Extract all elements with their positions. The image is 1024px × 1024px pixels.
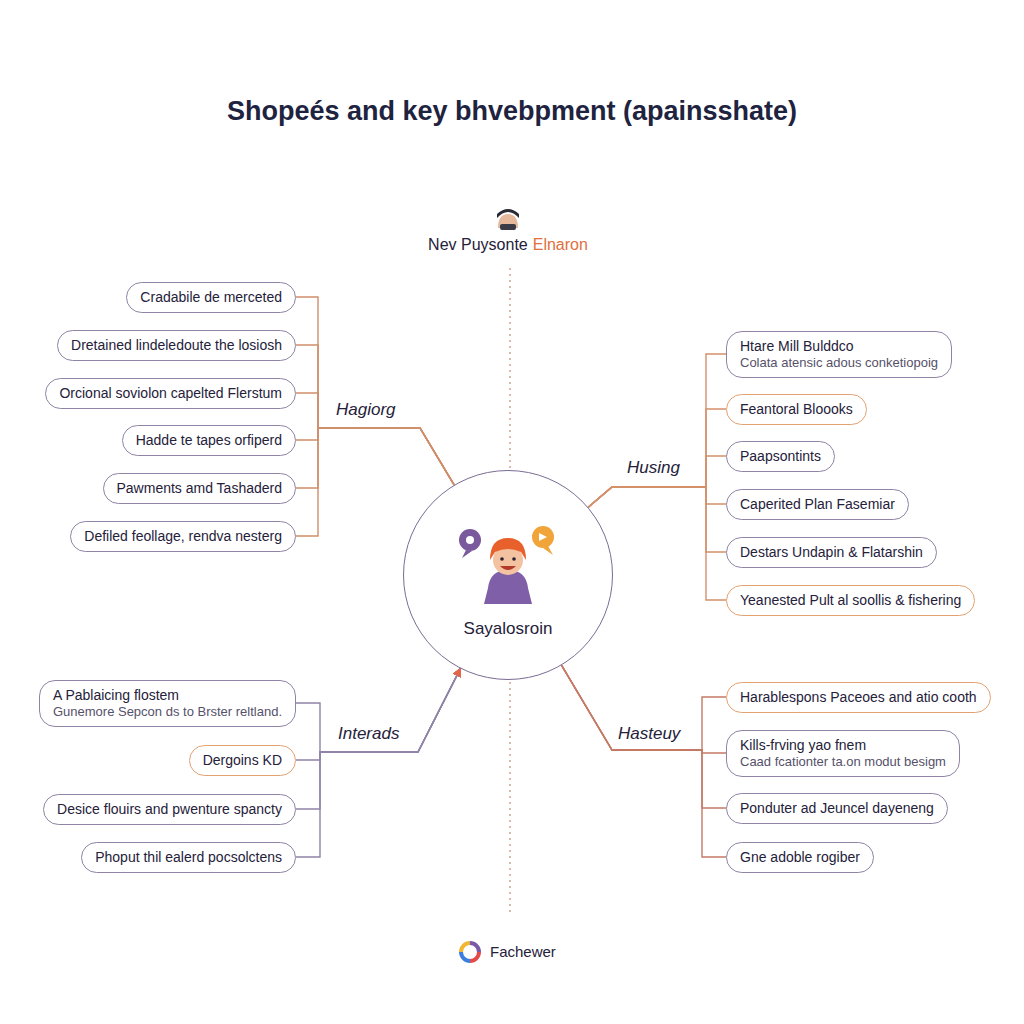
branch-label: Hasteuy bbox=[618, 724, 680, 744]
list-pill: Dretained lindeledoute the losiosh bbox=[57, 330, 296, 361]
connector bbox=[296, 393, 454, 485]
topic-circle: Sayalosroin bbox=[403, 470, 613, 680]
node-heading: Defiled feollage, rendva nesterg bbox=[84, 528, 282, 545]
node-heading: Ponduter ad Jeuncel dayeneng bbox=[740, 800, 934, 817]
node-heading: Htare Mill Bulddco bbox=[740, 338, 938, 355]
node-heading: A Pablaicing flostem bbox=[53, 687, 282, 704]
connector bbox=[296, 428, 454, 536]
header-text-accent: Elnaron bbox=[533, 236, 588, 254]
branch-label: Hagiorg bbox=[336, 400, 396, 420]
connector bbox=[296, 669, 460, 857]
node-heading: Gne adoble rogiber bbox=[740, 849, 860, 866]
list-pill: Ponduter ad Jeuncel dayeneng bbox=[726, 793, 948, 824]
list-pill: Htare Mill BulddcoColata atensic adous c… bbox=[726, 331, 952, 378]
connector bbox=[588, 487, 726, 600]
list-pill: Defiled feollage, rendva nesterg bbox=[70, 521, 296, 552]
diagram-title: Shopeés and key bhvebpment (apainsshate) bbox=[227, 96, 797, 127]
circle-fill bbox=[404, 471, 612, 679]
connector bbox=[296, 297, 454, 485]
connector bbox=[296, 428, 454, 485]
node-heading: Kills-frving yao fnem bbox=[740, 737, 946, 754]
list-pill: Paapsontints bbox=[726, 441, 835, 472]
list-pill: A Pablaicing flostemGunemore Sepcon ds t… bbox=[39, 680, 296, 727]
connector bbox=[588, 354, 726, 507]
node-heading: Caperited Plan Fasemiar bbox=[740, 496, 895, 513]
list-pill: Feantoral Bloooks bbox=[726, 394, 867, 425]
node-body: Colata atensic adous conketiopoig bbox=[740, 355, 938, 371]
node-heading: Dretained lindeledoute the losiosh bbox=[71, 337, 282, 354]
node-heading: Hadde te tapes orfiperd bbox=[136, 432, 282, 449]
node-heading: Cradabile de merceted bbox=[140, 289, 282, 306]
list-pill: Orcional soviolon capelted Flerstum bbox=[45, 378, 296, 409]
node-body: Caad fcationter ta.on modut besigm bbox=[740, 754, 946, 770]
connector bbox=[296, 669, 460, 760]
person-icon bbox=[497, 209, 519, 230]
list-pill: Pawments amd Tashaderd bbox=[103, 473, 297, 504]
list-pill: Kills-frving yao fnemCaad fcationter ta.… bbox=[726, 730, 960, 777]
list-pill: Gne adoble rogiber bbox=[726, 842, 874, 873]
node-heading: Sayalosroin bbox=[464, 619, 553, 639]
list-pill: Cradabile de merceted bbox=[126, 282, 296, 313]
node-heading: Destars Undapin & Flatarshin bbox=[740, 544, 923, 561]
node-body: Gunemore Sepcon ds to Brster reltland. bbox=[53, 704, 282, 720]
node-heading: Dergoins KD bbox=[203, 752, 282, 769]
node-heading: Orcional soviolon capelted Flerstum bbox=[59, 385, 282, 402]
connector bbox=[562, 665, 726, 857]
list-pill: Harablespons Paceoes and atio cooth bbox=[726, 682, 991, 713]
connector bbox=[296, 428, 454, 488]
node-heading: Harablespons Paceoes and atio cooth bbox=[740, 689, 977, 706]
connector bbox=[562, 665, 726, 753]
mascot-icon bbox=[459, 526, 554, 604]
node-heading: Phoput thil ealerd pocsolctens bbox=[95, 849, 282, 866]
node-heading: Feantoral Bloooks bbox=[740, 401, 853, 418]
connector bbox=[296, 669, 460, 752]
list-pill: Hadde te tapes orfiperd bbox=[122, 425, 296, 456]
node-heading: Pawments amd Tashaderd bbox=[117, 480, 283, 497]
node-heading: Desice flouirs and pwenture spancty bbox=[57, 801, 282, 818]
footer-text: Fachewer bbox=[490, 943, 556, 960]
list-pill: Dergoins KD bbox=[189, 745, 296, 776]
connector bbox=[296, 345, 454, 485]
node-heading: Yeanested Pult al soollis & fishering bbox=[740, 592, 961, 609]
branch-label: Husing bbox=[627, 458, 680, 478]
list-pill: Phoput thil ealerd pocsolctens bbox=[81, 842, 296, 873]
branch-label: Interads bbox=[338, 724, 399, 744]
list-pill: Desice flouirs and pwenture spancty bbox=[43, 794, 296, 825]
node-heading: Paapsontints bbox=[740, 448, 821, 465]
list-pill: Destars Undapin & Flatarshin bbox=[726, 537, 937, 568]
list-pill: Yeanested Pult al soollis & fishering bbox=[726, 585, 975, 616]
list-pill: Caperited Plan Fasemiar bbox=[726, 489, 909, 520]
header-text: Nev Puysonte bbox=[428, 236, 528, 254]
footer-icon bbox=[461, 943, 479, 961]
